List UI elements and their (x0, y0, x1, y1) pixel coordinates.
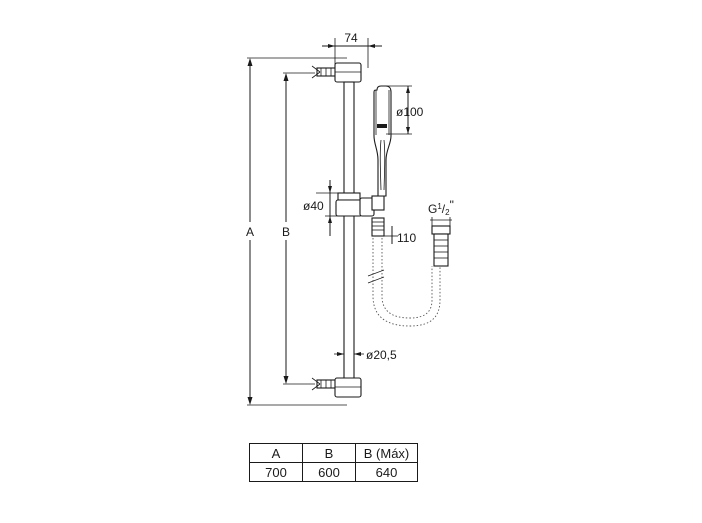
flexible-hose (367, 238, 441, 327)
dimension-110: 110 (384, 226, 416, 245)
table-header-row: A B B (Máx) (249, 443, 418, 463)
dimension-74: 74 (322, 31, 382, 68)
hose-connector-upper (371, 217, 385, 237)
dimension-a-label: A (246, 225, 254, 239)
dimension-74-label: 74 (344, 31, 358, 45)
dimensions-table: A B B (Máx) 700 600 640 (249, 443, 418, 482)
lower-wall-bracket (311, 377, 362, 398)
table-header-b-max: B (Máx) (355, 443, 418, 463)
dimension-b: B (282, 72, 315, 385)
dimension-110-label: 110 (397, 231, 416, 245)
slider-holder (335, 192, 385, 217)
dimension-100: ø100 (386, 85, 424, 135)
table-row: 700 600 640 (249, 462, 418, 482)
hand-shower (373, 85, 392, 197)
dimension-20-5-label: ø20,5 (366, 348, 397, 362)
table-header-a: A (249, 443, 303, 463)
dimension-40: ø40 (303, 180, 338, 236)
table-cell-a: 700 (249, 462, 303, 482)
dimension-40-label: ø40 (303, 199, 324, 213)
hose-end-connector (430, 217, 452, 267)
dimension-100-label: ø100 (396, 105, 424, 119)
upper-wall-bracket (311, 62, 362, 83)
table-cell-b-max: 640 (355, 462, 418, 482)
dimension-20-5: ø20,5 (334, 348, 397, 362)
vertical-rail (343, 81, 355, 383)
dimension-b-label: B (282, 225, 290, 239)
thread-label: G1/2" (428, 198, 454, 217)
table-cell-b: 600 (302, 462, 356, 482)
dimension-a: A (246, 57, 347, 406)
table-header-b: B (302, 443, 356, 463)
